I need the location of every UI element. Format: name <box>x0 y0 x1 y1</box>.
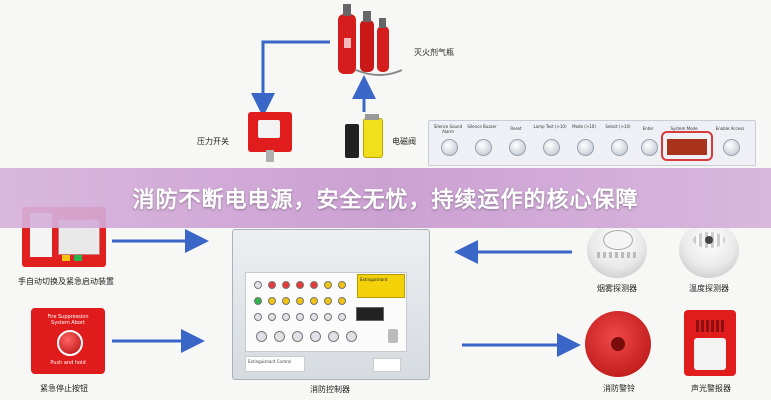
mode-button[interactable] <box>577 139 594 156</box>
arrow-extinguisher-to-pressure-switch <box>251 40 330 117</box>
reset-button[interactable] <box>509 139 526 156</box>
solenoid-valve-label: 电磁阀 <box>392 137 416 146</box>
sounder-strobe-device <box>684 310 736 376</box>
emergency-stop-device: Fire Suppression System Abort Push and h… <box>31 308 105 374</box>
controller-key-2[interactable] <box>274 331 285 342</box>
system-mode-display <box>661 131 713 161</box>
extinguisher-cylinders <box>338 4 403 76</box>
heat-detector-device <box>679 222 739 278</box>
emergency-stop-line1: Fire Suppression <box>47 314 89 320</box>
btn-label-silence-buzzer: Silence Buzzer <box>467 124 497 129</box>
heat-detector-label: 温度探测器 <box>689 284 729 293</box>
controller-key-1[interactable] <box>256 331 267 342</box>
fire-bell-label: 消防警铃 <box>603 384 635 393</box>
btn-label-reset: Reset <box>510 126 522 131</box>
smoke-detector-label: 烟雾探测器 <box>597 284 637 293</box>
controller-brand-plate: Extinguishant Control <box>245 356 305 372</box>
lamp-test-button[interactable] <box>543 139 560 156</box>
controller-brand-text: Extinguishant Control <box>248 359 292 364</box>
fire-controller-device: Extinguishant Extinguishant Control <box>232 229 430 380</box>
emergency-stop-button[interactable] <box>57 330 83 356</box>
controller-tag-text: Extinguishant <box>360 277 388 282</box>
emergency-stop-line2: System Abort <box>51 320 85 326</box>
btn-label-lamp-test: Lamp Test (>10) <box>533 124 567 129</box>
controller-logo <box>373 358 401 372</box>
solenoid-valve-device <box>343 114 385 162</box>
btn-label-select: Select (>10) <box>605 124 631 129</box>
pressure-switch-label: 压力开关 <box>197 137 229 146</box>
controller-label: 消防控制器 <box>310 385 350 394</box>
title-banner: 消防不断电电源，安全无忧，持续运作的核心保障 <box>0 168 771 228</box>
controller-key-5[interactable] <box>328 331 339 342</box>
controller-key-3[interactable] <box>292 331 303 342</box>
controller-key-switch[interactable] <box>388 329 398 343</box>
sounder-strobe-label: 声光警报器 <box>691 384 731 393</box>
btn-label-enable-access: Enable Access <box>715 126 745 131</box>
controller-display <box>356 307 384 321</box>
smoke-detector-device <box>587 222 647 278</box>
btn-label-system-mode: System Mode <box>670 126 698 131</box>
btn-label-mode: Mode (>10) <box>572 124 596 129</box>
control-panel-strip: Silence Sound Alarm Silence Buzzer Reset… <box>428 120 756 166</box>
pressure-switch-device <box>248 112 292 162</box>
select-button[interactable] <box>611 139 628 156</box>
silence-alarm-button[interactable] <box>441 139 458 156</box>
controller-yellow-label: Extinguishant <box>357 274 405 298</box>
controller-key-6[interactable] <box>346 331 357 342</box>
extinguisher-label: 灭火剂气瓶 <box>414 48 454 57</box>
emergency-stop-label: 紧急停止按钮 <box>40 384 88 393</box>
enter-button[interactable] <box>641 139 658 156</box>
silence-buzzer-button[interactable] <box>475 139 492 156</box>
manual-auto-switch-label: 手自动切换及紧急启动装置 <box>18 277 114 286</box>
enable-access-button[interactable] <box>723 139 740 156</box>
btn-label-silence-alarm: Silence Sound Alarm <box>433 124 463 134</box>
fire-bell-device <box>585 311 651 377</box>
controller-key-4[interactable] <box>310 331 321 342</box>
btn-label-enter: Enter <box>642 126 654 131</box>
banner-text: 消防不断电电源，安全无忧，持续运作的核心保障 <box>132 188 639 213</box>
emergency-stop-line3: Push and hold <box>50 360 86 366</box>
